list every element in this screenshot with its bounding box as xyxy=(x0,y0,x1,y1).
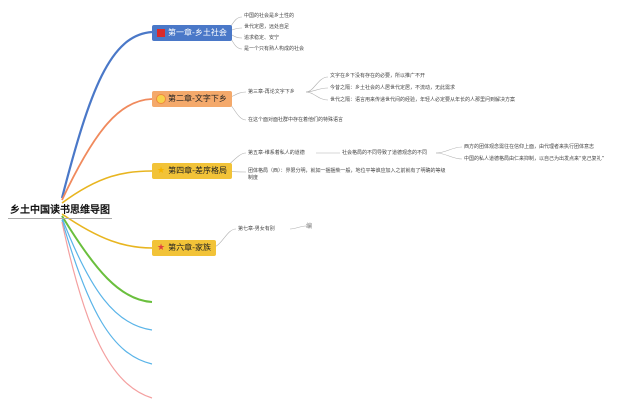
ch3-label[interactable]: 第三章-再论文字下乡 xyxy=(248,89,295,95)
ch5-mid[interactable]: 社会格局的不同导致了道德观念的不同 xyxy=(342,150,428,156)
chapter-1-node[interactable]: 第一章-乡土社会 xyxy=(152,25,232,41)
chapter-4-label: 第四章-差序格局 xyxy=(168,166,227,175)
branch-ch4 xyxy=(61,170,153,204)
ch2-extra[interactable]: 在这个面对面社群中存在着他们的特殊语言 xyxy=(248,117,344,123)
ch7-label[interactable]: 第七章-男女有别 xyxy=(238,226,275,232)
ch3-item-3[interactable]: 世代之隔：语言用来传递世代间的经验，年轻人必定要从年长的人那里问到解决方案 xyxy=(330,97,516,103)
branch-empty-sky-2 xyxy=(61,219,153,365)
branch-ch1 xyxy=(60,30,153,199)
ch1-item-4[interactable]: 是一个只有熟人构成的社会 xyxy=(244,46,305,52)
branch-empty-green xyxy=(61,215,153,303)
ch5-item-2[interactable]: 中国的私人道德格局由仁来抑制，以自己为出发点来“克己复礼” xyxy=(464,156,605,162)
ch5-label[interactable]: 第五章-维系着私人的道德 xyxy=(248,150,305,156)
ch1-item-2[interactable]: 世代定居，远处自足 xyxy=(244,24,290,30)
chapter-2-label: 第二章-文字下乡 xyxy=(168,94,227,103)
chapter-2-node[interactable]: 第二章-文字下乡 xyxy=(152,91,232,107)
ch3-item-2[interactable]: 今昔之隔：乡土社会的人居世代定居，不流动，无此需求 xyxy=(330,85,456,91)
branch-ch6 xyxy=(61,213,153,249)
chapter-4-node[interactable]: ★ 第四章-差序格局 xyxy=(152,163,232,179)
red-star-icon: ★ xyxy=(157,243,166,253)
ch1-item-3[interactable]: 追求稳定、安宁 xyxy=(244,35,280,41)
ch1-item-1[interactable]: 中国的社会是乡土性的 xyxy=(244,13,295,19)
ch7-note[interactable]: 编 xyxy=(306,223,313,230)
chapter-1-label: 第一章-乡土社会 xyxy=(168,28,227,37)
chapter-6-node[interactable]: ★ 第六章-家族 xyxy=(152,240,216,256)
branch-empty-pink xyxy=(61,221,153,399)
ch4-extra[interactable]: 团体格局（西）：界限分明，就如一捆捆柴一般，地位平等谁应加入之前就有了明确的等级… xyxy=(248,168,446,181)
branch-ch2 xyxy=(61,98,153,201)
ch3-item-1[interactable]: 文字在乡下没有存在的必要，所以推广不开 xyxy=(330,73,426,79)
ch5-item-1[interactable]: 西方的团体观念需往在信仰上面，由代理者来执行团体意志 xyxy=(464,144,595,150)
root-title[interactable]: 乡土中国读书思维导图 xyxy=(8,198,112,219)
chapter-6-label: 第六章-家族 xyxy=(168,243,211,252)
branch-empty-sky-1 xyxy=(61,217,153,331)
sun-icon xyxy=(157,95,165,103)
star-icon: ★ xyxy=(157,166,166,176)
red-flag-icon xyxy=(157,29,165,37)
